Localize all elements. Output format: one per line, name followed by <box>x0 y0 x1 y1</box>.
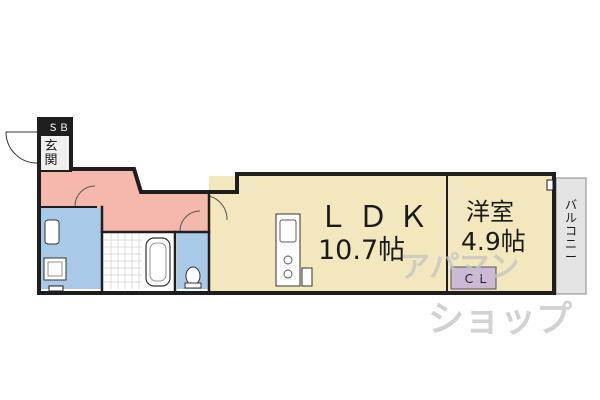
walls <box>37 117 556 295</box>
toilet-tank <box>184 282 202 289</box>
washbasin <box>44 219 60 245</box>
fridge-space <box>301 267 313 287</box>
balcony-label: バルコニー <box>564 198 577 264</box>
ldk-area-label: 10.7帖 <box>318 235 406 266</box>
washer-pan <box>43 257 67 281</box>
entrance-door-swing <box>5 131 38 164</box>
closet-floor <box>450 266 497 290</box>
closet-label: ＣＬ <box>463 272 492 286</box>
bath-tiles <box>104 233 142 289</box>
bathtub-inner <box>149 242 167 282</box>
ldk-label: ＬＤＫ <box>318 200 438 235</box>
sb-box <box>41 119 69 135</box>
bathtub <box>145 237 171 287</box>
toilet-door-swing <box>179 210 201 232</box>
washer-pan-inner <box>47 261 63 277</box>
window-mark <box>546 179 554 191</box>
yoshitsu-label: 洋室 <box>466 198 514 226</box>
window-mark-washroom <box>48 285 64 292</box>
hallway-floor <box>41 171 209 231</box>
genkan-label: 玄関 <box>44 139 58 168</box>
yoshitsu-area-label: 4.9帖 <box>461 227 526 256</box>
balcony-area <box>555 177 587 295</box>
watermark-line-2: ショップ <box>428 299 573 340</box>
washroom-door-swing <box>74 185 96 207</box>
ldk-floor <box>209 176 447 291</box>
kitchen-stove-1 <box>283 255 293 265</box>
watermark-line-1: アパマン <box>400 250 520 285</box>
genkan-floor <box>41 136 69 170</box>
ldk-door-swing <box>208 195 228 221</box>
sb-label: ＳＢ <box>48 123 70 134</box>
kitchen-sink <box>279 219 297 243</box>
toilet-bowl <box>185 266 201 286</box>
kitchen-stove-2 <box>283 269 293 279</box>
